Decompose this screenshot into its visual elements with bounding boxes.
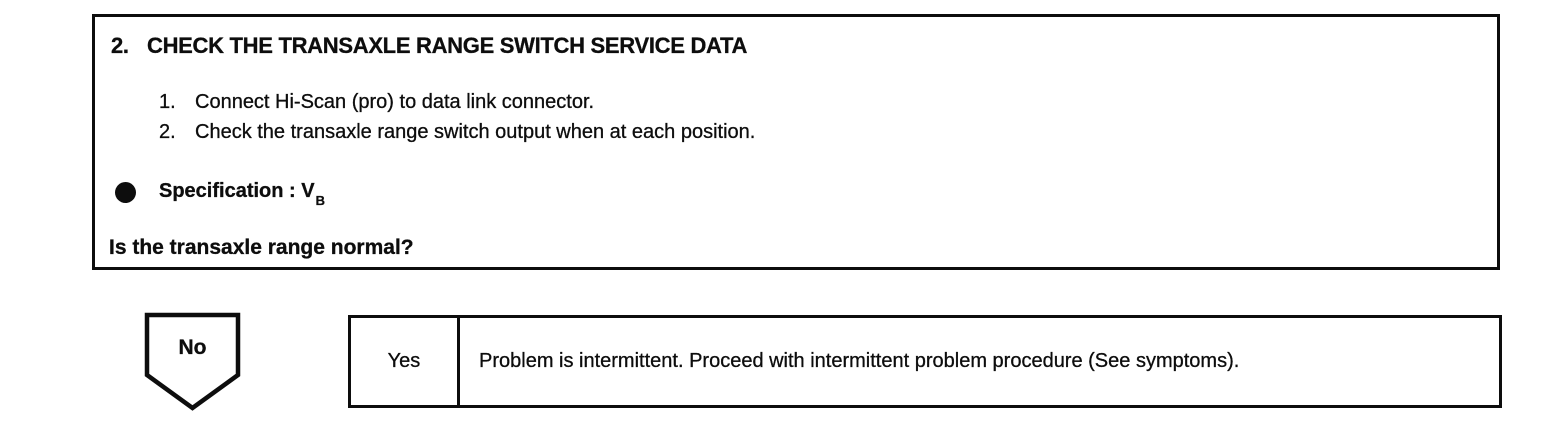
step-item: 2. Check the transaxle range switch outp… (159, 121, 756, 151)
specification-subscript: B (315, 193, 325, 208)
question-text: Is the transaxle range normal? (109, 236, 414, 259)
step-item-text: Check the transaxle range switch output … (195, 121, 756, 143)
result-table: Yes Problem is intermittent. Proceed wit… (348, 315, 1502, 408)
procedure-heading: 2. CHECK THE TRANSAXLE RANGE SWITCH SERV… (111, 33, 748, 59)
answer-cell: Yes (351, 318, 460, 405)
instruction-text: Problem is intermittent. Proceed with in… (479, 350, 1240, 372)
procedure-steps: 1. Connect Hi-Scan (pro) to data link co… (159, 91, 756, 151)
procedure-step-number: 2. (111, 33, 129, 58)
bullet-circle-icon (115, 182, 136, 203)
no-label: No (178, 336, 207, 359)
answer-label: Yes (387, 350, 421, 372)
instruction-cell: Problem is intermittent. Proceed with in… (460, 318, 1499, 405)
step-item: 1. Connect Hi-Scan (pro) to data link co… (159, 91, 755, 121)
specification-row: Specification : VB (115, 180, 325, 208)
procedure-box: 2. CHECK THE TRANSAXLE RANGE SWITCH SERV… (92, 14, 1500, 270)
step-item-text: Connect Hi-Scan (pro) to data link conne… (195, 91, 595, 113)
step-item-number: 1. (159, 91, 176, 113)
specification-label: Specification : VB (159, 180, 325, 208)
no-flow-marker: No (144, 312, 241, 411)
procedure-title: CHECK THE TRANSAXLE RANGE SWITCH SERVICE… (147, 33, 748, 58)
step-item-number: 2. (159, 121, 176, 143)
pentagon-arrow-down-icon (144, 312, 241, 411)
